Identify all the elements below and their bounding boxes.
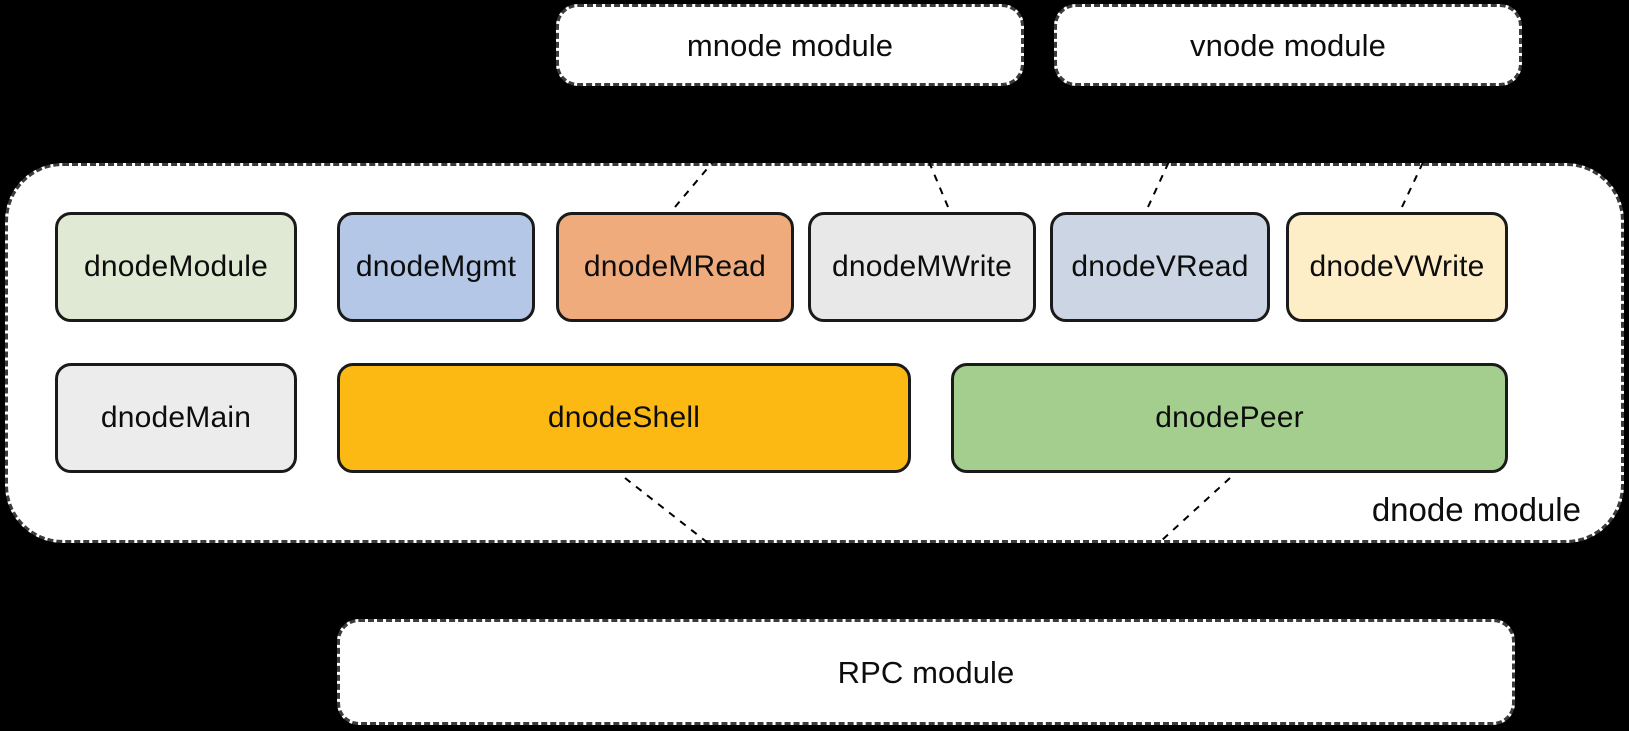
dnode-module-label: dnode module: [1371, 491, 1581, 528]
node-box-dnodemread[interactable]: dnodeMRead: [556, 212, 794, 322]
rpc-module-box[interactable]: RPC module: [337, 619, 1515, 725]
mnode-module-box[interactable]: mnode module: [556, 4, 1024, 86]
node-box-dnodevwrite[interactable]: dnodeVWrite: [1286, 212, 1508, 322]
node-box-dnodevread[interactable]: dnodeVRead: [1050, 212, 1270, 322]
rpc-module-label: RPC module: [837, 654, 1015, 690]
node-label-dnodevwrite: dnodeVWrite: [1309, 250, 1485, 283]
node-label-dnodemread: dnodeMRead: [583, 250, 767, 283]
vnode-module-label: vnode module: [1190, 27, 1386, 63]
node-box-dnodemodule[interactable]: dnodeModule: [55, 212, 297, 322]
node-label-dnodepeer: dnodePeer: [1155, 401, 1304, 434]
mnode-module-label: mnode module: [686, 27, 894, 63]
node-label-dnodevread: dnodeVRead: [1071, 250, 1249, 283]
node-box-dnodemain[interactable]: dnodeMain: [55, 363, 297, 473]
node-label-dnodeshell: dnodeShell: [547, 401, 701, 434]
node-label-dnodemgmt: dnodeMgmt: [355, 250, 517, 283]
node-box-dnodeshell[interactable]: dnodeShell: [337, 363, 911, 473]
node-box-dnodemwrite[interactable]: dnodeMWrite: [808, 212, 1036, 322]
node-label-dnodemwrite: dnodeMWrite: [831, 250, 1013, 283]
node-box-dnodemgmt[interactable]: dnodeMgmt: [337, 212, 535, 322]
vnode-module-box[interactable]: vnode module: [1054, 4, 1522, 86]
node-label-dnodemodule: dnodeModule: [83, 250, 269, 283]
node-label-dnodemain: dnodeMain: [100, 401, 252, 434]
node-box-dnodepeer[interactable]: dnodePeer: [951, 363, 1508, 473]
